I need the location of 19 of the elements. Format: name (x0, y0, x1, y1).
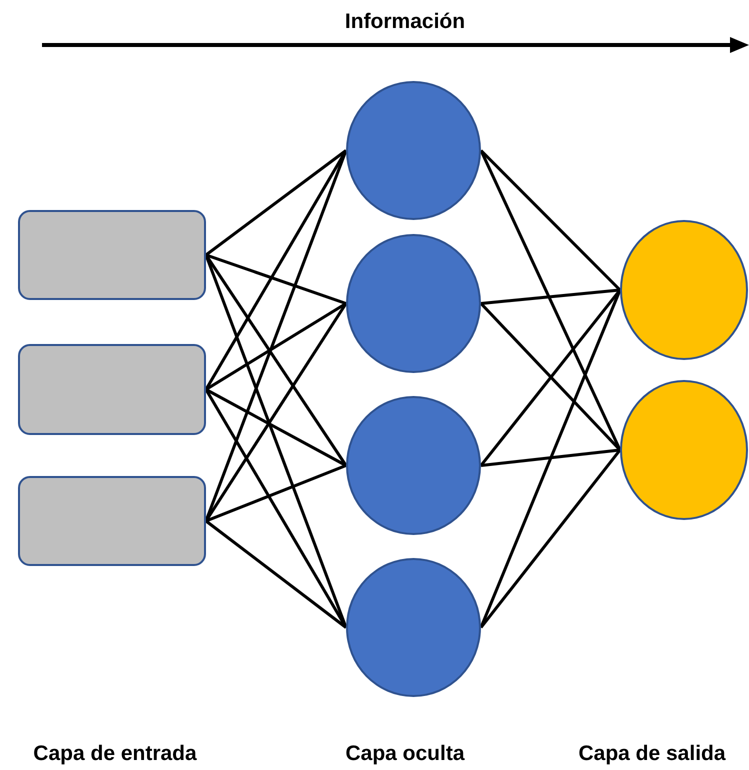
connector-line (480, 149, 622, 292)
connector-line (206, 254, 346, 305)
connector-line (205, 302, 347, 391)
input-box (18, 344, 206, 435)
layer-label: Capa de entrada (33, 742, 197, 766)
connector-line (480, 449, 622, 628)
connector-line (204, 150, 348, 390)
connector-line (480, 288, 620, 305)
connector-line (204, 388, 348, 628)
layer-label: Capa oculta (345, 742, 465, 766)
connector-line (205, 149, 347, 256)
layer-label: Capa de salida (578, 742, 726, 766)
input-box (18, 476, 206, 566)
connector-line (205, 388, 347, 467)
connector-line (205, 520, 347, 629)
input-box (18, 210, 206, 300)
axis-title: Información (344, 10, 466, 34)
connector-line (480, 448, 620, 467)
connector-line (205, 464, 347, 522)
